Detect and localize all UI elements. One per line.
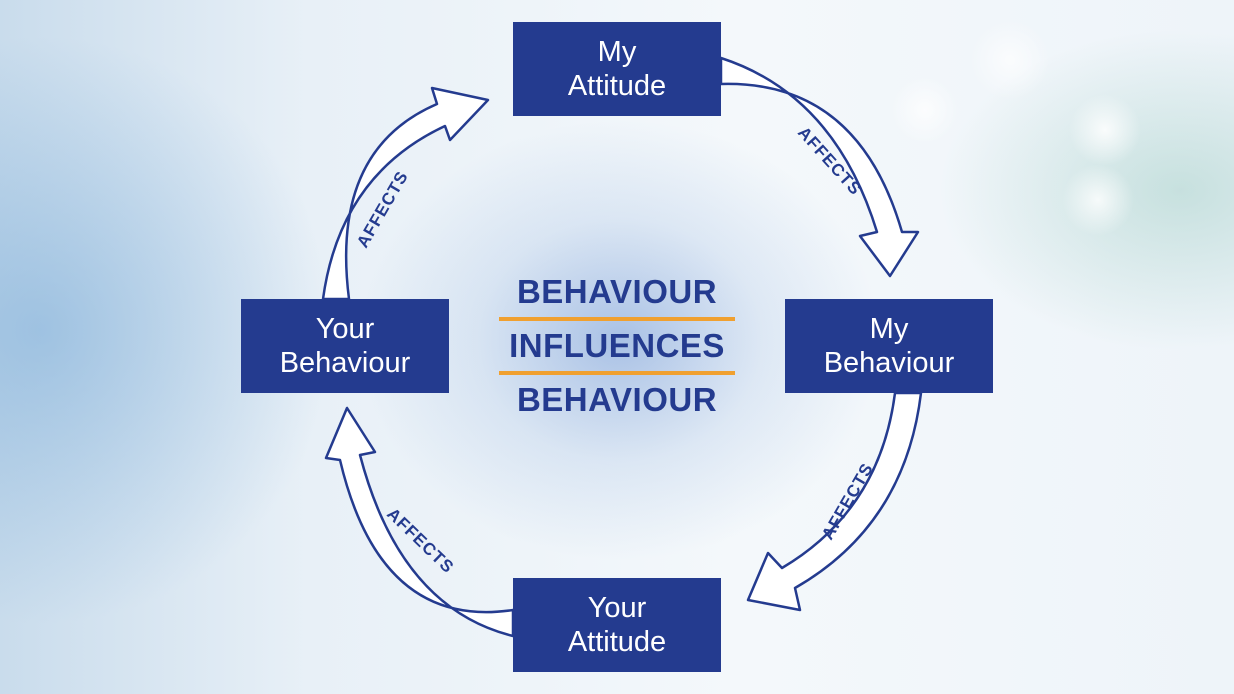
center-title: BEHAVIOUR INFLUENCES BEHAVIOUR (490, 272, 744, 420)
center-line-3: BEHAVIOUR (516, 381, 718, 418)
center-divider-1 (499, 317, 735, 321)
center-line-1: BEHAVIOUR (516, 273, 718, 310)
node-my-attitude: My Attitude (513, 22, 721, 116)
node-your-behaviour: Your Behaviour (241, 299, 449, 393)
center-line-2: INFLUENCES (509, 327, 725, 364)
arrow-bottom-left (324, 406, 515, 638)
node-your-attitude-line1: Your (587, 592, 647, 624)
node-your-attitude-line2: Attitude (567, 626, 667, 658)
node-your-attitude: Your Attitude (513, 578, 721, 672)
center-divider-2 (499, 371, 735, 375)
node-my-attitude-line2: Attitude (567, 70, 667, 102)
arrow-top-right (719, 56, 920, 278)
node-my-behaviour-line1: My (869, 313, 909, 345)
arrow-bottom-right (746, 391, 923, 612)
node-my-behaviour-line2: Behaviour (823, 347, 955, 379)
node-your-behaviour-line1: Your (315, 313, 375, 345)
node-my-attitude-line1: My (597, 36, 637, 68)
node-your-behaviour-line2: Behaviour (279, 347, 411, 379)
arrow-top-left (321, 86, 490, 301)
node-my-behaviour: My Behaviour (785, 299, 993, 393)
